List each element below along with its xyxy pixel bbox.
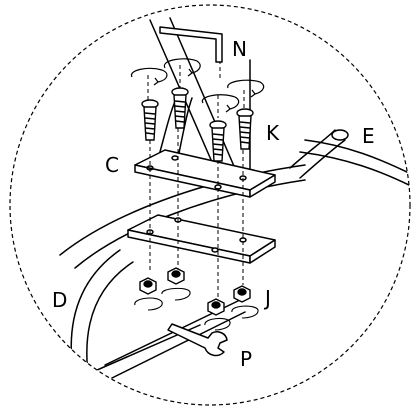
nut-4 xyxy=(233,285,251,303)
upright-tube xyxy=(249,59,349,179)
screw-3 xyxy=(209,120,227,162)
label-d: D xyxy=(52,288,67,312)
wrench-p xyxy=(167,323,228,357)
label-j: J xyxy=(263,286,271,310)
screw-1 xyxy=(141,99,159,141)
label-p: P xyxy=(240,347,252,371)
tube-d xyxy=(39,249,246,405)
detail-circle-outline xyxy=(9,4,411,406)
mounting-plate-c xyxy=(134,149,276,198)
label-k: K xyxy=(266,121,280,145)
nut-rotation-arrows xyxy=(134,287,259,331)
nut-3 xyxy=(207,298,225,316)
screw-4 xyxy=(236,108,254,150)
alignment-lines xyxy=(147,60,245,300)
nut-1 xyxy=(139,277,157,295)
rotation-arrows xyxy=(130,58,265,113)
nuts-j xyxy=(139,267,251,316)
label-c: C xyxy=(105,153,119,177)
nut-2 xyxy=(167,267,185,285)
label-e: E xyxy=(362,124,375,148)
allen-key-n xyxy=(159,26,223,63)
screws-k xyxy=(141,87,254,162)
label-n: N xyxy=(232,37,247,61)
screw-2 xyxy=(171,87,189,129)
